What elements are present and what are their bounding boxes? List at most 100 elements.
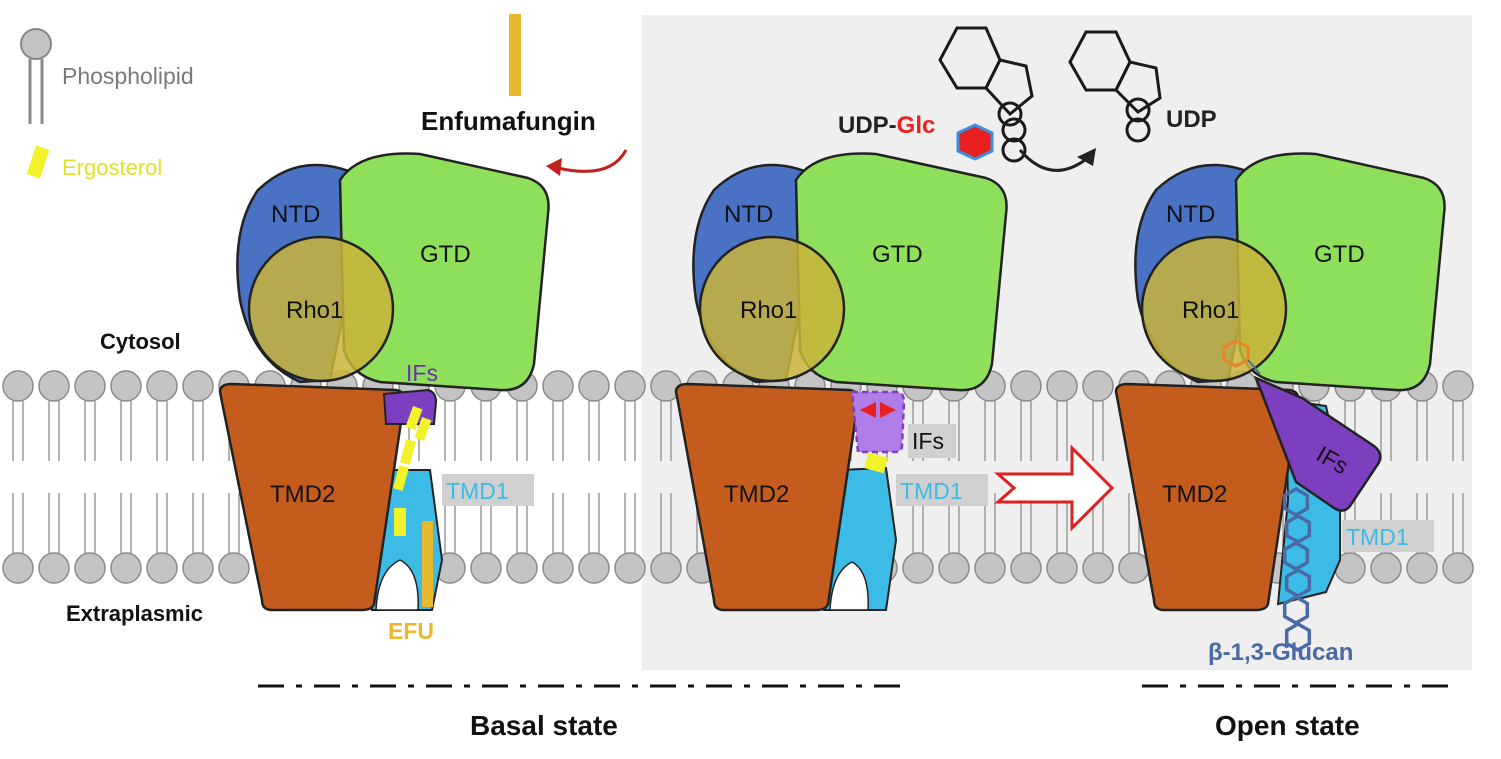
ifs-domain: [1253, 375, 1382, 512]
lipid-head: [578, 552, 610, 584]
reaction-arrow: [1018, 149, 1086, 172]
transition-arrow: [994, 444, 1115, 532]
lipid-head: [2, 552, 34, 584]
ifs-label: IFs: [406, 360, 438, 386]
lipid-head: [1010, 552, 1042, 584]
ifs-label: IFs: [912, 428, 944, 454]
lipid-head: [542, 370, 574, 402]
glucan-hexagon: [1282, 486, 1310, 518]
basal-state-label: Basal state: [470, 710, 618, 741]
lipid-head: [38, 370, 70, 402]
gtd-domain: [1234, 152, 1446, 392]
lipid-head: [74, 370, 106, 402]
ergosterol-icon: [26, 145, 50, 179]
extraplasmic-label: Extraplasmic: [66, 601, 203, 626]
tmd1-label: TMD1: [900, 478, 963, 504]
gtd-label: GTD: [420, 241, 471, 268]
ifs-label-box: [908, 424, 956, 458]
tmd2-domain: [1114, 382, 1300, 612]
complex-basal-efu: NTD GTD Rho1 IFs TMD2 TMD1 EFU: [218, 152, 550, 644]
tmd1-label: TMD1: [446, 478, 509, 504]
glucan-hexagon: [1284, 513, 1312, 545]
rho1-domain: [1140, 235, 1288, 383]
lipid-head: [182, 370, 214, 402]
release-arrow: [557, 149, 628, 173]
tmd1-label-box: [1342, 520, 1434, 552]
efu-label: EFU: [388, 618, 434, 644]
open-state-label: Open state: [1215, 710, 1360, 741]
lipid-head: [218, 552, 250, 584]
lipid-head: [650, 552, 682, 584]
lipid-head: [974, 552, 1006, 584]
phospholipid-icon: [20, 28, 52, 60]
glucan-hexagon: [1282, 540, 1310, 572]
lipid-head: [146, 552, 178, 584]
rho1-domain: [247, 235, 395, 383]
udp-glc-label: UDP-Glc: [838, 112, 935, 139]
legend-phospholipid-label: Phospholipid: [62, 63, 194, 89]
complex-open: NTD GTD Rho1 IFs TMD2 TMD1 β-1,3-Glucan: [1114, 152, 1446, 666]
ergosterol-icon: [394, 508, 406, 536]
tmd2-label: TMD2: [724, 481, 789, 508]
lipid-head: [1082, 552, 1114, 584]
lipid-head: [938, 552, 970, 584]
glucose-icon: [1222, 339, 1250, 368]
udp-label: UDP: [1166, 106, 1217, 133]
lipid-head: [1046, 552, 1078, 584]
legend: Phospholipid Ergosterol: [20, 28, 194, 180]
lipid-head: [1406, 552, 1438, 584]
lipid-head: [1046, 370, 1078, 402]
tmd2-label: TMD2: [270, 481, 335, 508]
udp-molecule: [1068, 30, 1162, 143]
tmd2-label: TMD2: [1162, 481, 1227, 508]
enfumafungin-icon: [509, 14, 521, 96]
ifs-domain: [382, 388, 438, 425]
tmd1-label-box: [442, 474, 534, 506]
ergosterol-icon: [393, 465, 409, 491]
cytosol-label: Cytosol: [100, 329, 181, 354]
lipid-head: [470, 552, 502, 584]
lipid-head: [614, 370, 646, 402]
rho1-label: Rho1: [740, 297, 797, 324]
glucan-hexagon: [1282, 594, 1310, 626]
glucan-hexagon: [1284, 621, 1312, 653]
efu-icon: [422, 521, 433, 607]
lipid-head: [110, 552, 142, 584]
tmd2-domain: [218, 382, 406, 612]
ergosterol-icon: [400, 439, 416, 465]
reaction-arrowhead: [1077, 148, 1096, 166]
lipid-head: [1010, 370, 1042, 402]
lipid-head: [38, 552, 70, 584]
lipid-head: [614, 552, 646, 584]
ergosterol-icon: [405, 405, 423, 431]
tmd2-domain: [674, 382, 860, 612]
lipid-head: [1370, 552, 1402, 584]
glucan-label: β-1,3-Glucan: [1208, 639, 1353, 666]
gtd-domain: [338, 152, 550, 392]
ergosterol-icon: [864, 452, 888, 474]
complex-basal-apo: NTD GTD Rho1 IFs TMD2 TMD1: [674, 152, 1008, 612]
lipid-head: [1082, 370, 1114, 402]
ifs-motion-arrow: [880, 402, 896, 418]
ifs-domain: [850, 390, 906, 454]
extraplasmic-pocket: [375, 559, 419, 611]
gtd-label: GTD: [1314, 241, 1365, 268]
lipid-head: [506, 552, 538, 584]
gtd-domain: [794, 152, 1008, 392]
tmd1-label: TMD1: [1346, 524, 1409, 550]
rho1-domain: [698, 235, 846, 383]
enfumafungin-label: Enfumafungin: [421, 106, 596, 136]
tmd1-label-box: [896, 474, 988, 506]
lipid-head: [902, 552, 934, 584]
glucose-link: [1247, 359, 1261, 375]
udp-glc-molecule: [938, 26, 1034, 163]
glucan-hexagon: [1284, 567, 1312, 599]
lipid-head: [110, 370, 142, 402]
lipid-head: [578, 370, 610, 402]
extraplasmic-pocket: [829, 561, 869, 611]
lipid-head: [2, 370, 34, 402]
ntd-label: NTD: [1166, 201, 1215, 228]
release-arrowhead: [546, 158, 562, 176]
